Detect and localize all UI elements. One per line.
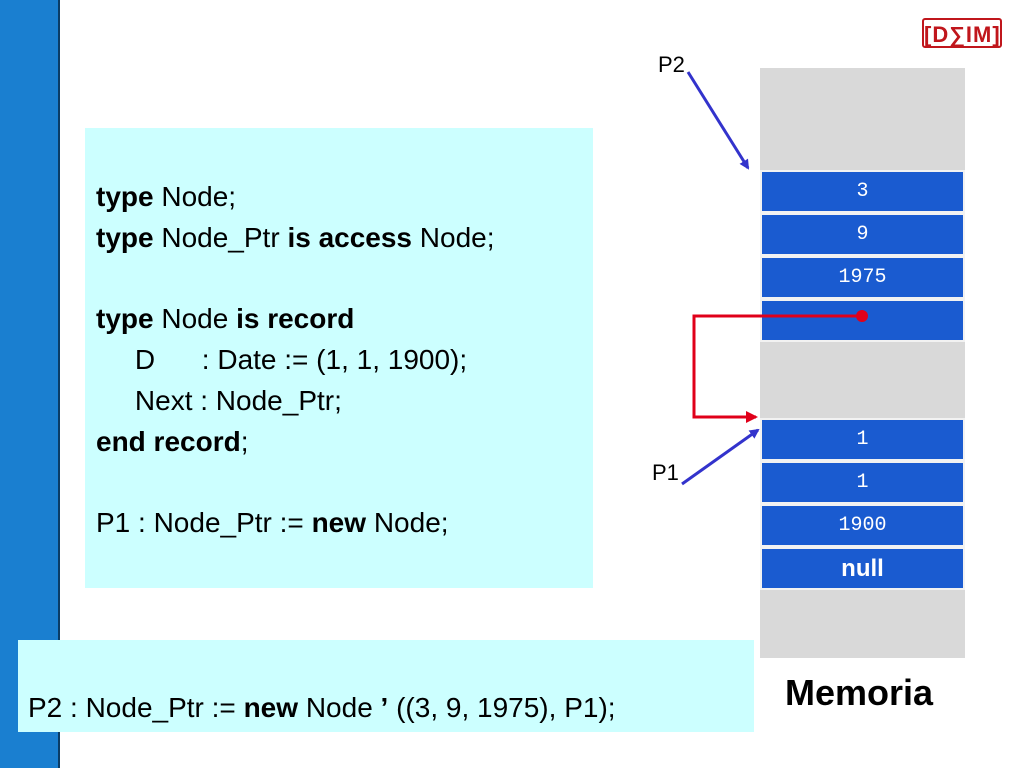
code-text: P1 : Node_Ptr := bbox=[96, 507, 312, 539]
p1-pointer-label: P1 bbox=[652, 460, 679, 485]
memory-free-block-top bbox=[760, 68, 965, 170]
memory-title: Memoria bbox=[785, 672, 934, 713]
code-text: D : Date := (1, 1, 1900); bbox=[96, 344, 468, 376]
code-keyword: end record bbox=[96, 425, 241, 457]
code-line: Next : Node_Ptr; bbox=[96, 384, 342, 418]
code-line: type Node; bbox=[96, 180, 236, 214]
code-line: type Node is record bbox=[96, 302, 354, 336]
code-line: type Node_Ptr is access Node; bbox=[96, 221, 495, 255]
code-line: D : Date := (1, 1, 1900); bbox=[96, 343, 467, 377]
code-line: P1 : Node_Ptr := new Node; bbox=[96, 506, 449, 540]
p2-pointer-label: P2 bbox=[658, 52, 685, 77]
code-line: end record; bbox=[96, 425, 248, 459]
code-keyword: is access bbox=[287, 221, 413, 253]
code-text: Node; bbox=[366, 507, 449, 539]
code-keyword: new bbox=[243, 692, 299, 723]
code-text: ((3, 9, 1975), P1); bbox=[388, 692, 616, 723]
code-text: Node bbox=[298, 692, 381, 723]
code-text: Node; bbox=[412, 221, 495, 253]
memory-slot-p1-month: 1 bbox=[760, 461, 965, 504]
code-keyword: type bbox=[96, 181, 154, 212]
memory-free-block-bottom bbox=[760, 590, 965, 658]
next-link-arrow bbox=[692, 314, 862, 423]
code-text: Node bbox=[153, 303, 237, 335]
p1-pointer-arrow bbox=[681, 428, 760, 486]
code-keyword: type bbox=[96, 221, 154, 253]
code-panel: type Node;type Node_Ptr is access Node;t… bbox=[85, 128, 593, 588]
memory-slot-p1-next: null bbox=[760, 547, 965, 590]
memory-slot-p2-day: 3 bbox=[760, 170, 965, 213]
next-link-origin-dot bbox=[856, 310, 868, 322]
memory-slot-p1-day: 1 bbox=[760, 418, 965, 461]
dsim-logo: [D∑IM] bbox=[922, 18, 1002, 48]
code-text: ; bbox=[240, 425, 249, 457]
memory-slot-p2-year: 1975 bbox=[760, 256, 965, 299]
code-keyword: type bbox=[96, 303, 154, 335]
code-text: Node; bbox=[153, 181, 237, 212]
code-text: P2 : Node_Ptr := bbox=[28, 692, 244, 723]
p2-statement-panel: P2 : Node_Ptr := new Node ’ ((3, 9, 1975… bbox=[18, 640, 754, 732]
code-keyword: ’ bbox=[380, 692, 389, 723]
code-text: Next : Node_Ptr; bbox=[96, 385, 342, 416]
code-text: Node_Ptr bbox=[153, 221, 288, 253]
memory-slot-p2-month: 9 bbox=[760, 213, 965, 256]
code-keyword: new bbox=[311, 507, 367, 539]
code-keyword: is record bbox=[236, 303, 355, 335]
p2-pointer-arrow bbox=[686, 71, 750, 170]
memory-free-block-middle bbox=[760, 342, 965, 418]
p2-statement: P2 : Node_Ptr := new Node ’ ((3, 9, 1975… bbox=[28, 692, 616, 724]
memory-slot-p1-year: 1900 bbox=[760, 504, 965, 547]
